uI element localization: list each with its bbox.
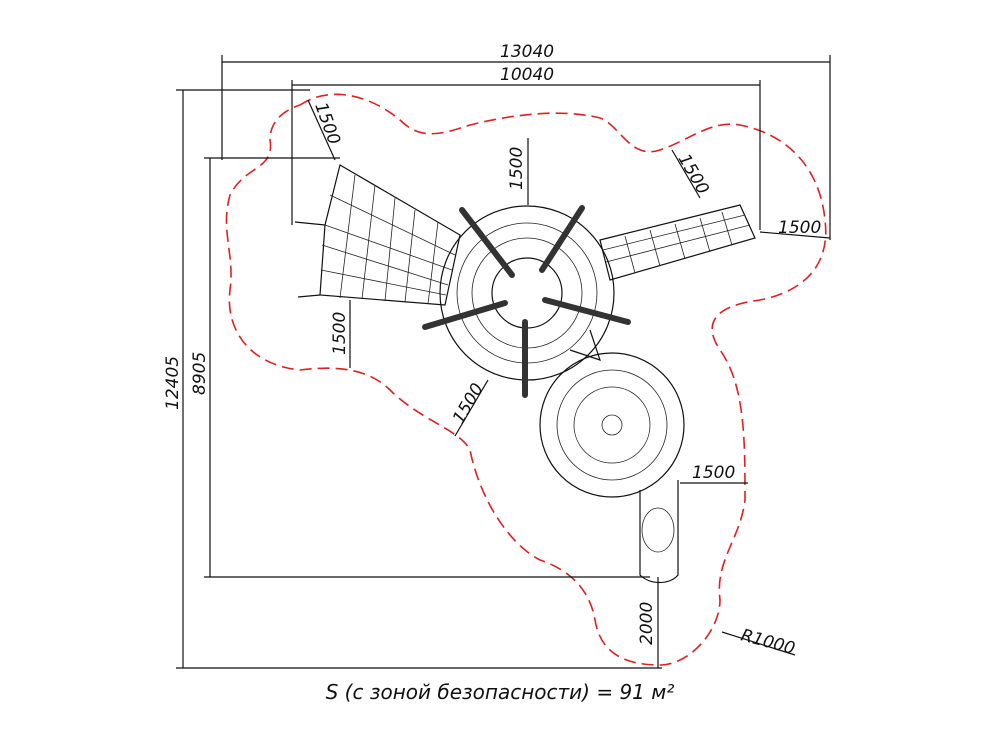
dim-safety-slide: 1500: [692, 463, 735, 483]
dim-safety-bottom-left: 1500: [449, 380, 488, 427]
dim-safety-top-left: 1500: [310, 100, 344, 147]
dim-safety-left: 1500: [330, 312, 350, 355]
dim-safety-top-right: 1500: [674, 151, 713, 198]
dim-safety-right: 1500: [778, 218, 821, 238]
central-tower: [422, 205, 631, 398]
dim-overall-height: 12405: [163, 356, 183, 410]
dim-equipment-height: 8905: [190, 352, 210, 395]
dim-safety-top: 1500: [507, 147, 527, 190]
left-climbing-net: [294, 164, 461, 306]
dim-equipment-width: 10040: [500, 65, 554, 85]
safety-area-caption: S (с зоной безопасности) = 91 м²: [325, 680, 675, 704]
dim-slide-exit: 2000: [637, 602, 657, 645]
spiral-slide: [539, 329, 685, 584]
right-climbing-net: [599, 204, 756, 281]
dim-overall-width: 13040: [500, 42, 554, 62]
dim-radius: R1000: [739, 626, 797, 660]
dimension-lines: [176, 55, 831, 669]
